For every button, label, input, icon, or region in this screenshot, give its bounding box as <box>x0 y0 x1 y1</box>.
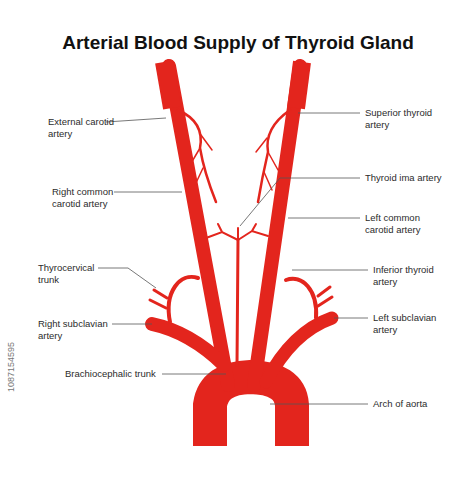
leader-line <box>298 113 360 114</box>
left-subclavian <box>266 318 332 382</box>
leader-line <box>98 268 156 288</box>
left-thyrocervical <box>286 279 316 318</box>
leader-line <box>270 404 368 405</box>
right-superior-thyroid <box>178 110 216 202</box>
part-label: Thyroid ima artery <box>365 172 470 184</box>
part-label: Superior thyroid artery <box>365 107 450 130</box>
twigs <box>256 138 278 190</box>
part-label: Left subclavian artery <box>373 312 453 335</box>
part-label: Inferior thyroid artery <box>373 264 453 287</box>
left-top <box>296 62 302 108</box>
right-subclavian <box>152 324 224 365</box>
leader-lines <box>98 113 368 404</box>
twigs <box>318 287 332 306</box>
twigs <box>150 290 167 308</box>
part-label: Right common carotid artery <box>52 186 127 209</box>
part-label: Brachiocephalic trunk <box>65 368 165 380</box>
right-top <box>164 62 172 108</box>
leader-line <box>334 318 368 319</box>
leader-line <box>106 118 166 122</box>
left-superior-thyroid <box>258 110 290 202</box>
twigs <box>190 135 212 185</box>
thyroid-ima <box>237 240 238 365</box>
part-label: External carotid artery <box>48 116 128 139</box>
part-label: Right subclavian artery <box>38 318 118 341</box>
arteries <box>150 62 332 446</box>
leader-line <box>288 218 360 219</box>
leader-line <box>162 374 226 375</box>
part-label: Arch of aorta <box>373 398 473 410</box>
right-thyrocervical <box>169 277 198 322</box>
leader-line <box>292 270 368 271</box>
leader-line <box>114 192 182 193</box>
ima-branches <box>206 224 268 240</box>
leader-line <box>240 178 360 226</box>
part-label: Thyrocervical trunk <box>38 262 108 285</box>
title: Arterial Blood Supply of Thyroid Gland <box>0 32 476 54</box>
leader-line <box>112 324 152 325</box>
stock-number: 1087154595 <box>6 342 16 392</box>
part-label: Left common carotid artery <box>365 212 445 235</box>
